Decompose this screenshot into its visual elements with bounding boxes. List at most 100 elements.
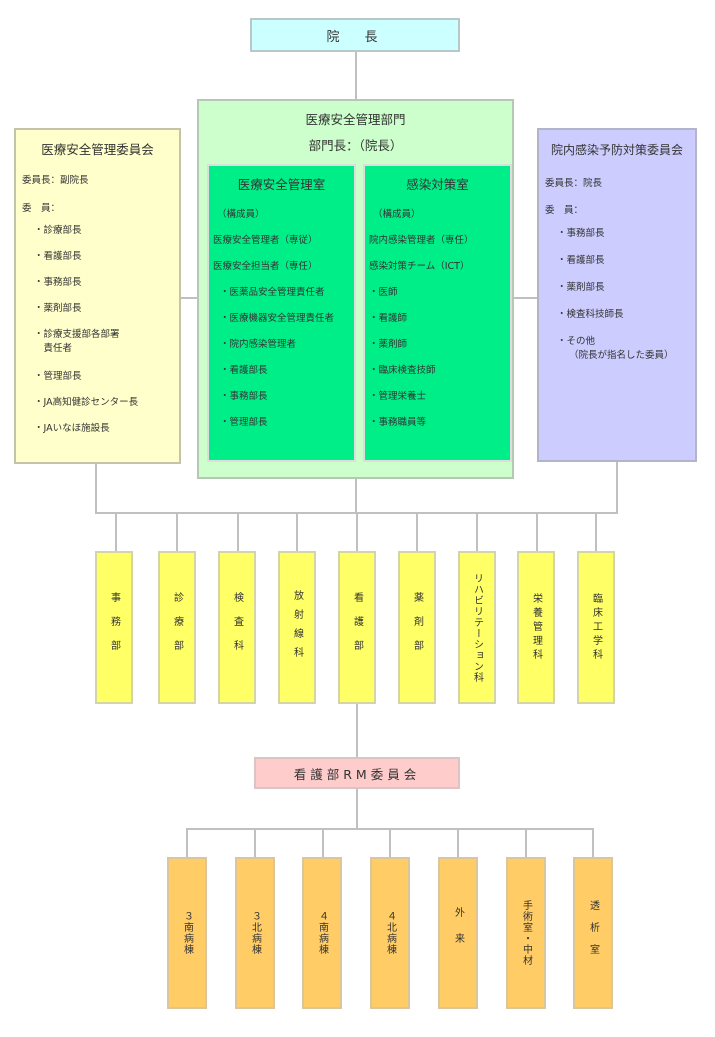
safety-office-item: ・院内感染管理者 — [220, 339, 297, 350]
connector-ward-drop-4 — [389, 828, 391, 857]
dept-label: 事務部 — [108, 591, 120, 664]
connector-ward-drop-7 — [592, 828, 594, 857]
infection-office-box: 感染対策室 （構成員） 院内感染管理者（専任） 感染対策チーム（ICT） ・医師… — [363, 164, 512, 462]
director-label: 院 長 — [326, 29, 384, 45]
safety-committee-member: ・事務部長 — [34, 277, 82, 288]
safety-office-item: ・医療機器安全管理責任者 — [220, 313, 335, 324]
infection-office-item: ・看護師 — [369, 313, 408, 324]
director-box: 院 長 — [250, 18, 460, 52]
connector-ward-drop-6 — [525, 828, 527, 857]
dept-label: リハビリテーション科 — [471, 572, 483, 683]
infection-committee-chair: 委員長：院長 — [545, 178, 603, 189]
infection-office-item: 感染対策チーム（ICT） — [369, 261, 470, 272]
safety-office-title: 医療安全管理室 — [237, 177, 326, 192]
dept-label: 診療部 — [171, 591, 183, 664]
dept-box-kangobu: 看護部 — [338, 551, 376, 704]
infection-committee-member-list: ・事務部長 ・看護部長 ・薬剤部長 ・検査科技師長 ・その他 （院長が指名した委… — [557, 227, 674, 376]
infection-committee-member: ・看護部長 — [557, 255, 605, 266]
safety-committee-member: ・診療支援部各部署 — [34, 329, 120, 340]
safety-committee-box: 医療安全管理委員会 委員長：副院長 委 員： ・診療部長 ・看護部長 ・事務部長… — [14, 128, 181, 464]
connector-dept-drop-9 — [595, 512, 597, 551]
safety-committee-title: 医療安全管理委員会 — [41, 142, 154, 157]
management-dept-head: 部門長：（院長） — [308, 138, 403, 153]
connector-dept-drop-5 — [356, 512, 358, 551]
management-dept-title: 医療安全管理部門 — [305, 112, 406, 127]
ward-box-3-south: ３南病棟 — [167, 857, 207, 1009]
connector-ward-drop-3 — [322, 828, 324, 857]
infection-committee-title: 院内感染予防対策委員会 — [550, 143, 683, 157]
dept-box-yakuzaibu: 薬剤部 — [398, 551, 436, 704]
infection-office-item: ・臨床検査技師 — [369, 365, 436, 376]
connector-dept-drop-8 — [536, 512, 538, 551]
connector-right-down — [616, 462, 618, 513]
dept-label: 栄養管理科 — [530, 592, 542, 663]
infection-office-item: 院内感染管理者（専任） — [369, 235, 474, 246]
safety-committee-member: ・JAいなほ施設長 — [34, 423, 110, 434]
connector-rm-down — [356, 789, 358, 829]
dept-box-rehabilitation: リハビリテーション科 — [458, 551, 496, 704]
safety-committee-member-list: ・診療部長 ・看護部長 ・事務部長 ・薬剤部長 ・診療支援部各部署 責任者 ・管… — [34, 224, 138, 448]
connector-dept-drop-6 — [416, 512, 418, 551]
safety-committee-member: ・JA高知健診センター長 — [34, 397, 139, 408]
connector-left-down — [95, 464, 97, 513]
safety-committee-member-multiline: ・診療支援部各部署 責任者 — [34, 328, 138, 370]
safety-committee-member: ・診療部長 — [34, 225, 82, 236]
ward-box-outpatient: 外来 — [438, 857, 478, 1009]
ward-label: 手術室・中材 — [520, 900, 532, 966]
safety-committee-member: ・薬剤部長 — [34, 303, 82, 314]
dept-box-hoshasenka: 放射線科 — [278, 551, 316, 704]
dept-label: 臨床工学科 — [590, 592, 602, 663]
safety-committee-members-label: 委 員： — [22, 203, 61, 214]
dept-label: 放射線科 — [291, 589, 303, 666]
dept-label: 検査科 — [231, 591, 243, 664]
safety-office-list: 医療安全管理者（専従） 医療安全担当者（専任） ・医薬品安全管理責任者 ・医療機… — [213, 234, 334, 442]
safety-office-item: ・看護部長 — [220, 365, 268, 376]
safety-office-item: ・管理部長 — [220, 417, 268, 428]
infection-office-item: ・事務職員等 — [369, 417, 427, 428]
safety-office-box: 医療安全管理室 （構成員） 医療安全管理者（専従） 医療安全担当者（専任） ・医… — [207, 164, 356, 462]
connector-ward-drop-1 — [186, 828, 188, 857]
ward-label: 透析室 — [587, 900, 599, 966]
connector-dept-drop-1 — [115, 512, 117, 551]
infection-office-item: ・薬剤師 — [369, 339, 408, 350]
connector-dept-drop-7 — [476, 512, 478, 551]
management-dept-box: 医療安全管理部門 部門長：（院長） 医療安全管理室 （構成員） 医療安全管理者（… — [197, 99, 514, 479]
dept-box-kensaka: 検査科 — [218, 551, 256, 704]
nursing-rm-committee-label: 看護部RM委員会 — [293, 766, 421, 782]
connector-dept-drop-4 — [296, 512, 298, 551]
infection-committee-members-label: 委 員： — [545, 205, 584, 216]
ward-box-dialysis: 透析室 — [573, 857, 613, 1009]
infection-office-item: ・管理栄養士 — [369, 391, 427, 402]
dept-box-rinshokogakuka: 臨床工学科 — [577, 551, 615, 704]
connector-dept-drop-2 — [176, 512, 178, 551]
connector-director-down — [355, 52, 357, 99]
connector-ward-drop-5 — [457, 828, 459, 857]
ward-box-4-north: ４北病棟 — [370, 857, 410, 1009]
dept-box-shinryobu: 診療部 — [158, 551, 196, 704]
infection-committee-member: ・事務部長 — [557, 228, 605, 239]
ward-label: 外来 — [452, 907, 464, 959]
safety-committee-chair: 委員長：副院長 — [22, 175, 89, 186]
infection-committee-member: （院長が指名した委員） — [569, 350, 674, 361]
ward-label: ３南病棟 — [181, 911, 193, 955]
dept-label: 看護部 — [351, 591, 363, 664]
infection-committee-member: ・検査科技師長 — [557, 309, 624, 320]
connector-center-to-right — [514, 297, 537, 299]
connector-ward-drop-2 — [254, 828, 256, 857]
dept-box-eiyokanrika: 栄養管理科 — [517, 551, 555, 704]
safety-office-item: 医療安全担当者（専任） — [213, 261, 318, 272]
nursing-rm-committee-box: 看護部RM委員会 — [254, 757, 460, 789]
safety-committee-member: ・看護部長 — [34, 251, 82, 262]
infection-office-item: ・医師 — [369, 287, 398, 298]
infection-committee-member: ・その他 — [557, 336, 596, 347]
ward-box-3-north: ３北病棟 — [235, 857, 275, 1009]
connector-dept-drop-3 — [237, 512, 239, 551]
safety-committee-member: 責任者 — [34, 343, 73, 354]
connector-nursing-to-rm — [356, 704, 358, 757]
dept-label: 薬剤部 — [411, 591, 423, 664]
infection-office-title: 感染対策室 — [406, 177, 469, 192]
infection-office-list: 院内感染管理者（専任） 感染対策チーム（ICT） ・医師 ・看護師 ・薬剤師 ・… — [369, 234, 474, 442]
infection-committee-member: ・薬剤部長 — [557, 282, 605, 293]
infection-committee-box: 院内感染予防対策委員会 委員長：院長 委 員： ・事務部長 ・看護部長 ・薬剤部… — [537, 128, 697, 462]
connector-center-down — [355, 479, 357, 513]
